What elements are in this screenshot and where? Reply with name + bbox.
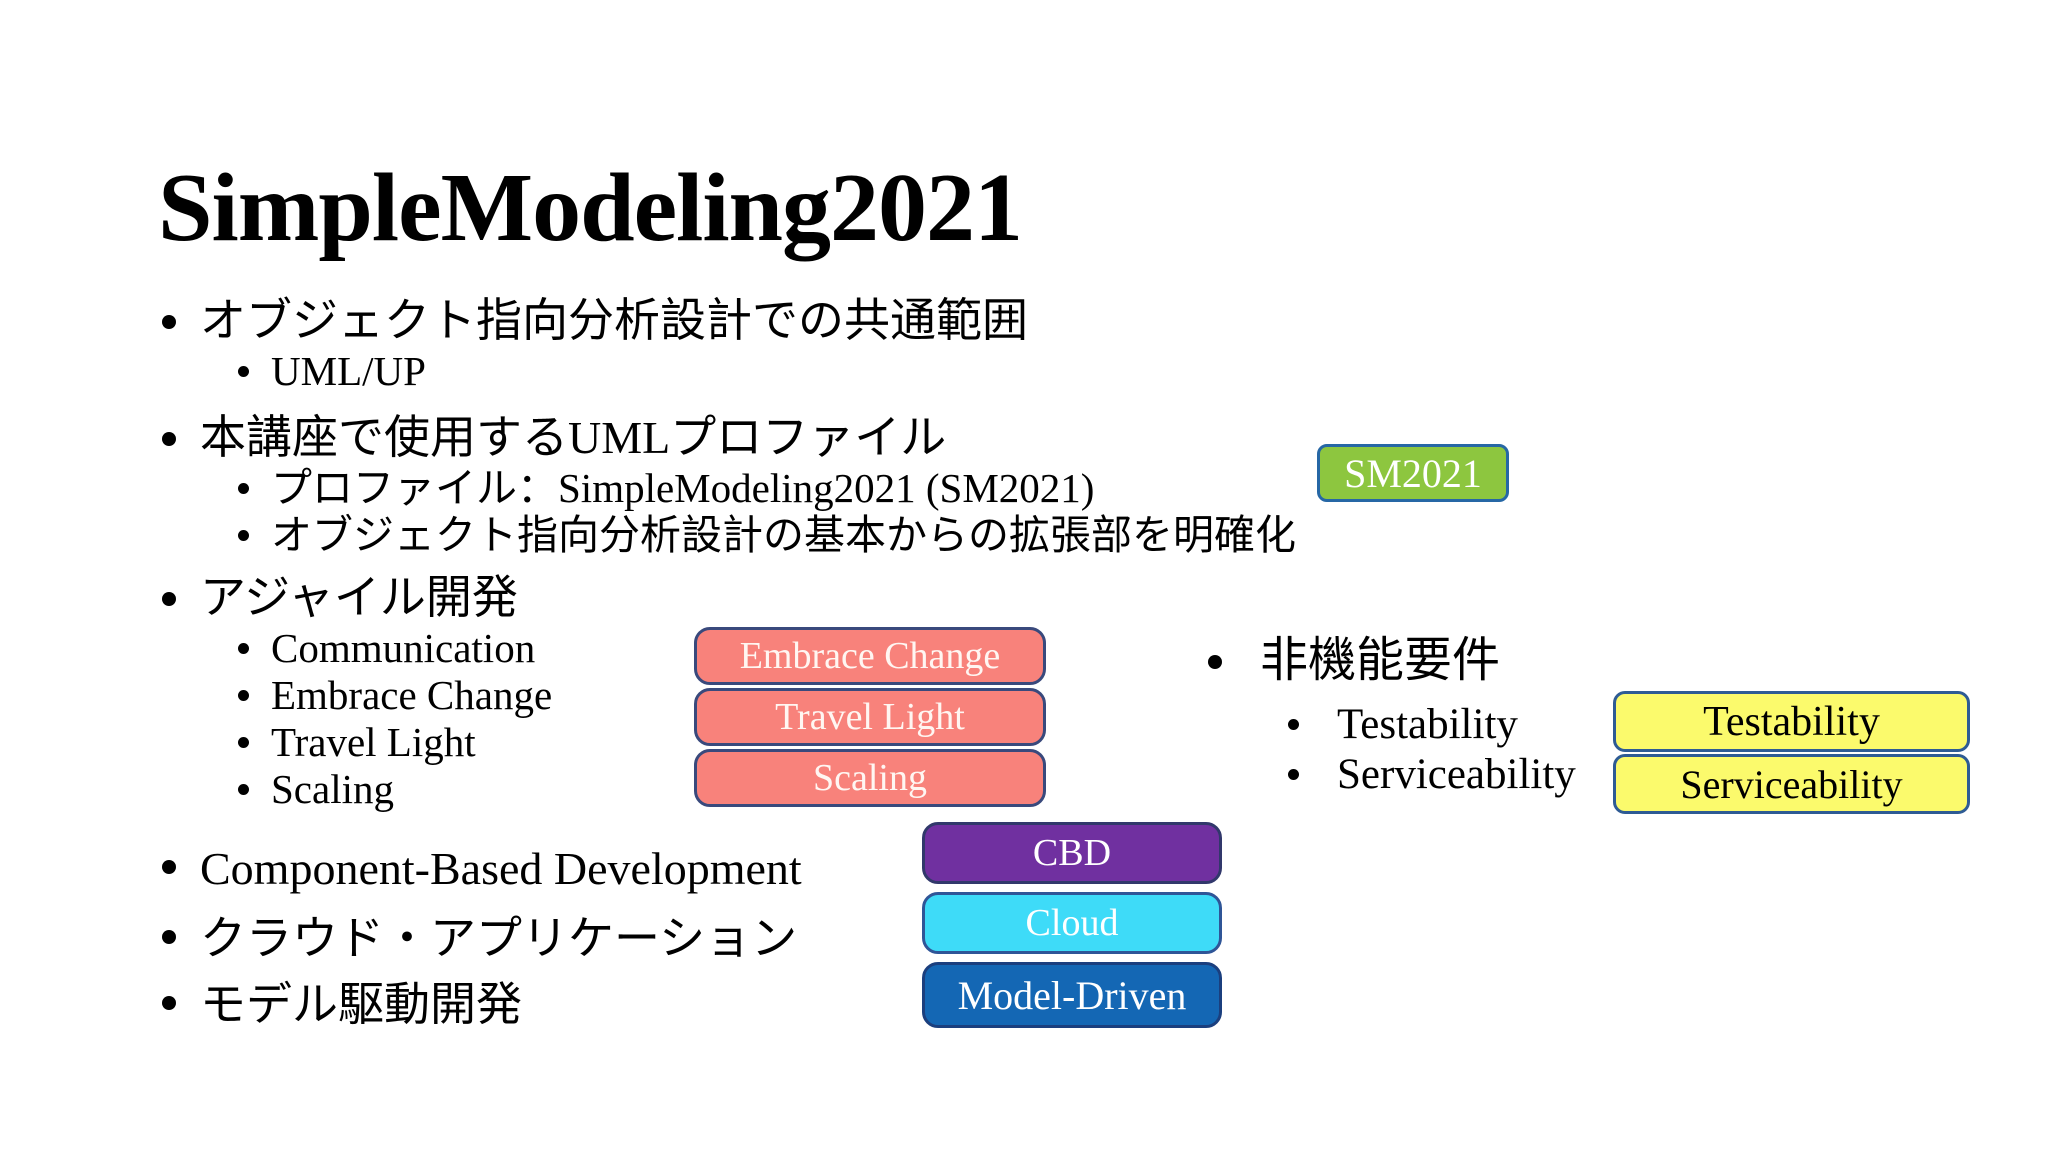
bullet-item: Embrace Change: [238, 672, 1340, 719]
bullet-text: オブジェクト指向分析設計の基本からの拡張部を明確化: [271, 512, 1296, 558]
bullet-text: モデル駆動開発: [200, 979, 522, 1030]
bullet-text: Communication: [271, 625, 536, 671]
bullet-text: Component-Based Development: [200, 843, 802, 894]
bullet-icon: [238, 366, 249, 377]
badge-cloud: Cloud: [922, 892, 1222, 954]
bullet-item: Testability: [1288, 700, 1576, 750]
bullet-icon: [1288, 719, 1299, 730]
main-bullet-list: オブジェクト指向分析設計での共通範囲 UML/UP 本講座で使用するUMLプロフ…: [160, 294, 1340, 1035]
bullet-text: クラウド・アプリケーション: [200, 913, 798, 964]
slide-title: SimpleModeling2021: [158, 153, 1023, 262]
bullet-text: プロファイル：SimpleModeling2021 (SM2021): [271, 465, 1095, 511]
bullet-item: クラウド・アプリケーション: [160, 909, 1340, 969]
bullet-icon: [162, 930, 176, 944]
bullet-icon: [162, 432, 176, 446]
bullet-icon: [162, 592, 176, 606]
bullet-icon: [162, 315, 176, 329]
bullet-item: モデル駆動開発: [160, 975, 1340, 1035]
bullet-text: 非機能要件: [1260, 634, 1501, 687]
bullet-item: Component-Based Development: [160, 839, 1340, 899]
bullet-text: Scaling: [271, 766, 394, 812]
bullet-icon: [238, 784, 249, 795]
badge-embrace-change: Embrace Change: [694, 627, 1046, 685]
bullet-text: オブジェクト指向分析設計での共通範囲: [200, 295, 1028, 346]
nonfunctional-list: 非機能要件 Testability Serviceability: [1204, 634, 1576, 800]
bullet-text: Embrace Change: [271, 672, 553, 718]
bullet-icon: [238, 483, 249, 494]
bullet-item: プロファイル：SimpleModeling2021 (SM2021): [238, 465, 1340, 512]
bullet-icon: [1288, 769, 1299, 780]
badge-model-driven: Model-Driven: [922, 962, 1222, 1028]
bullet-item: オブジェクト指向分析設計での共通範囲: [160, 294, 1340, 348]
badge-cbd: CBD: [922, 822, 1222, 884]
badge-testability: Testability: [1613, 691, 1970, 752]
bullet-item: アジャイル開発: [160, 571, 1340, 625]
bullet-item: Communication: [238, 625, 1340, 672]
bullet-icon: [238, 737, 249, 748]
bullet-icon: [162, 996, 176, 1010]
bullet-item: Travel Light: [238, 719, 1340, 766]
bullet-icon: [238, 643, 249, 654]
bullet-item: オブジェクト指向分析設計の基本からの拡張部を明確化: [238, 512, 1340, 559]
bullet-text: Serviceability: [1337, 751, 1576, 798]
bullet-icon: [162, 860, 176, 874]
bullet-item: 本講座で使用するUMLプロファイル: [160, 411, 1340, 465]
bullet-text: UML/UP: [271, 348, 426, 394]
bullet-item: 非機能要件: [1204, 634, 1576, 688]
badge-travel-light: Travel Light: [694, 688, 1046, 746]
bullet-text: Testability: [1337, 701, 1518, 748]
bullet-item: Scaling: [238, 766, 1340, 813]
bullet-icon: [1208, 655, 1222, 669]
bullet-item: Serviceability: [1288, 750, 1576, 800]
bullet-text: アジャイル開発: [200, 572, 518, 623]
bullet-text: Travel Light: [271, 719, 476, 765]
bullet-item: UML/UP: [238, 348, 1340, 395]
badge-scaling: Scaling: [694, 749, 1046, 807]
badge-serviceability: Serviceability: [1613, 754, 1970, 814]
bullet-icon: [238, 530, 249, 541]
badge-sm2021: SM2021: [1317, 444, 1509, 502]
bullet-text: 本講座で使用するUMLプロファイル: [200, 412, 947, 463]
bullet-icon: [238, 690, 249, 701]
